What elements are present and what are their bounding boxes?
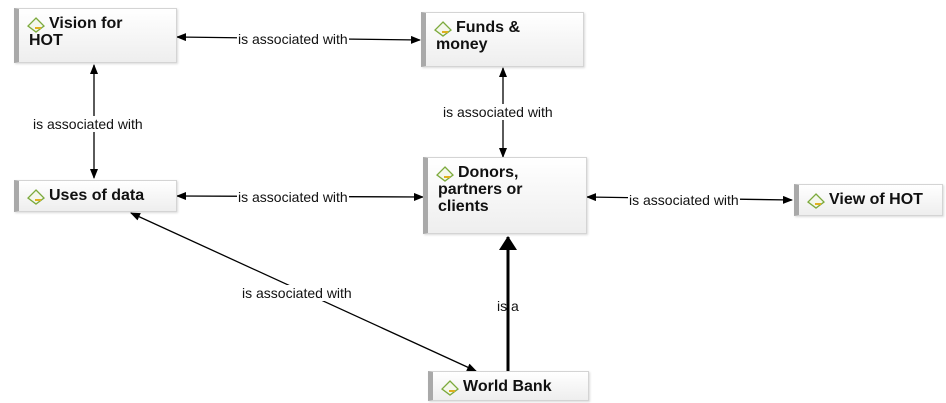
node-view-of-hot[interactable]: View of HOT <box>794 184 943 216</box>
topic-icon <box>436 166 454 182</box>
node-donors-partners-clients[interactable]: Donors, partners or clients <box>423 157 587 234</box>
edge-label-vision-funds: is associated with <box>237 31 349 47</box>
topic-icon <box>441 380 459 396</box>
topic-icon <box>434 21 452 37</box>
edge-label-funds-donors: is associated with <box>442 104 554 120</box>
node-world-bank[interactable]: World Bank <box>428 371 589 401</box>
node-vision-for-hot[interactable]: Vision for HOT <box>14 8 177 63</box>
node-label: View of HOT <box>829 191 923 208</box>
node-label: World Bank <box>463 378 552 395</box>
node-uses-of-data[interactable]: Uses of data <box>14 180 177 212</box>
edge-label-worldbank-donors: is a <box>497 298 519 314</box>
node-label: Vision for HOT <box>29 15 123 49</box>
node-label: Funds & money <box>436 19 520 53</box>
edge-label-vision-uses: is associated with <box>32 116 144 132</box>
edge-label-uses-donors: is associated with <box>237 189 349 205</box>
node-label: Uses of data <box>49 187 145 204</box>
topic-icon <box>27 189 45 205</box>
topic-icon <box>27 17 45 33</box>
node-funds-money[interactable]: Funds & money <box>421 12 584 67</box>
node-label: Donors, partners or clients <box>438 164 523 215</box>
edge-label-donors-view: is associated with <box>628 192 740 208</box>
topic-icon <box>807 193 825 209</box>
edge-label-uses-worldbank: is associated with <box>241 285 353 301</box>
